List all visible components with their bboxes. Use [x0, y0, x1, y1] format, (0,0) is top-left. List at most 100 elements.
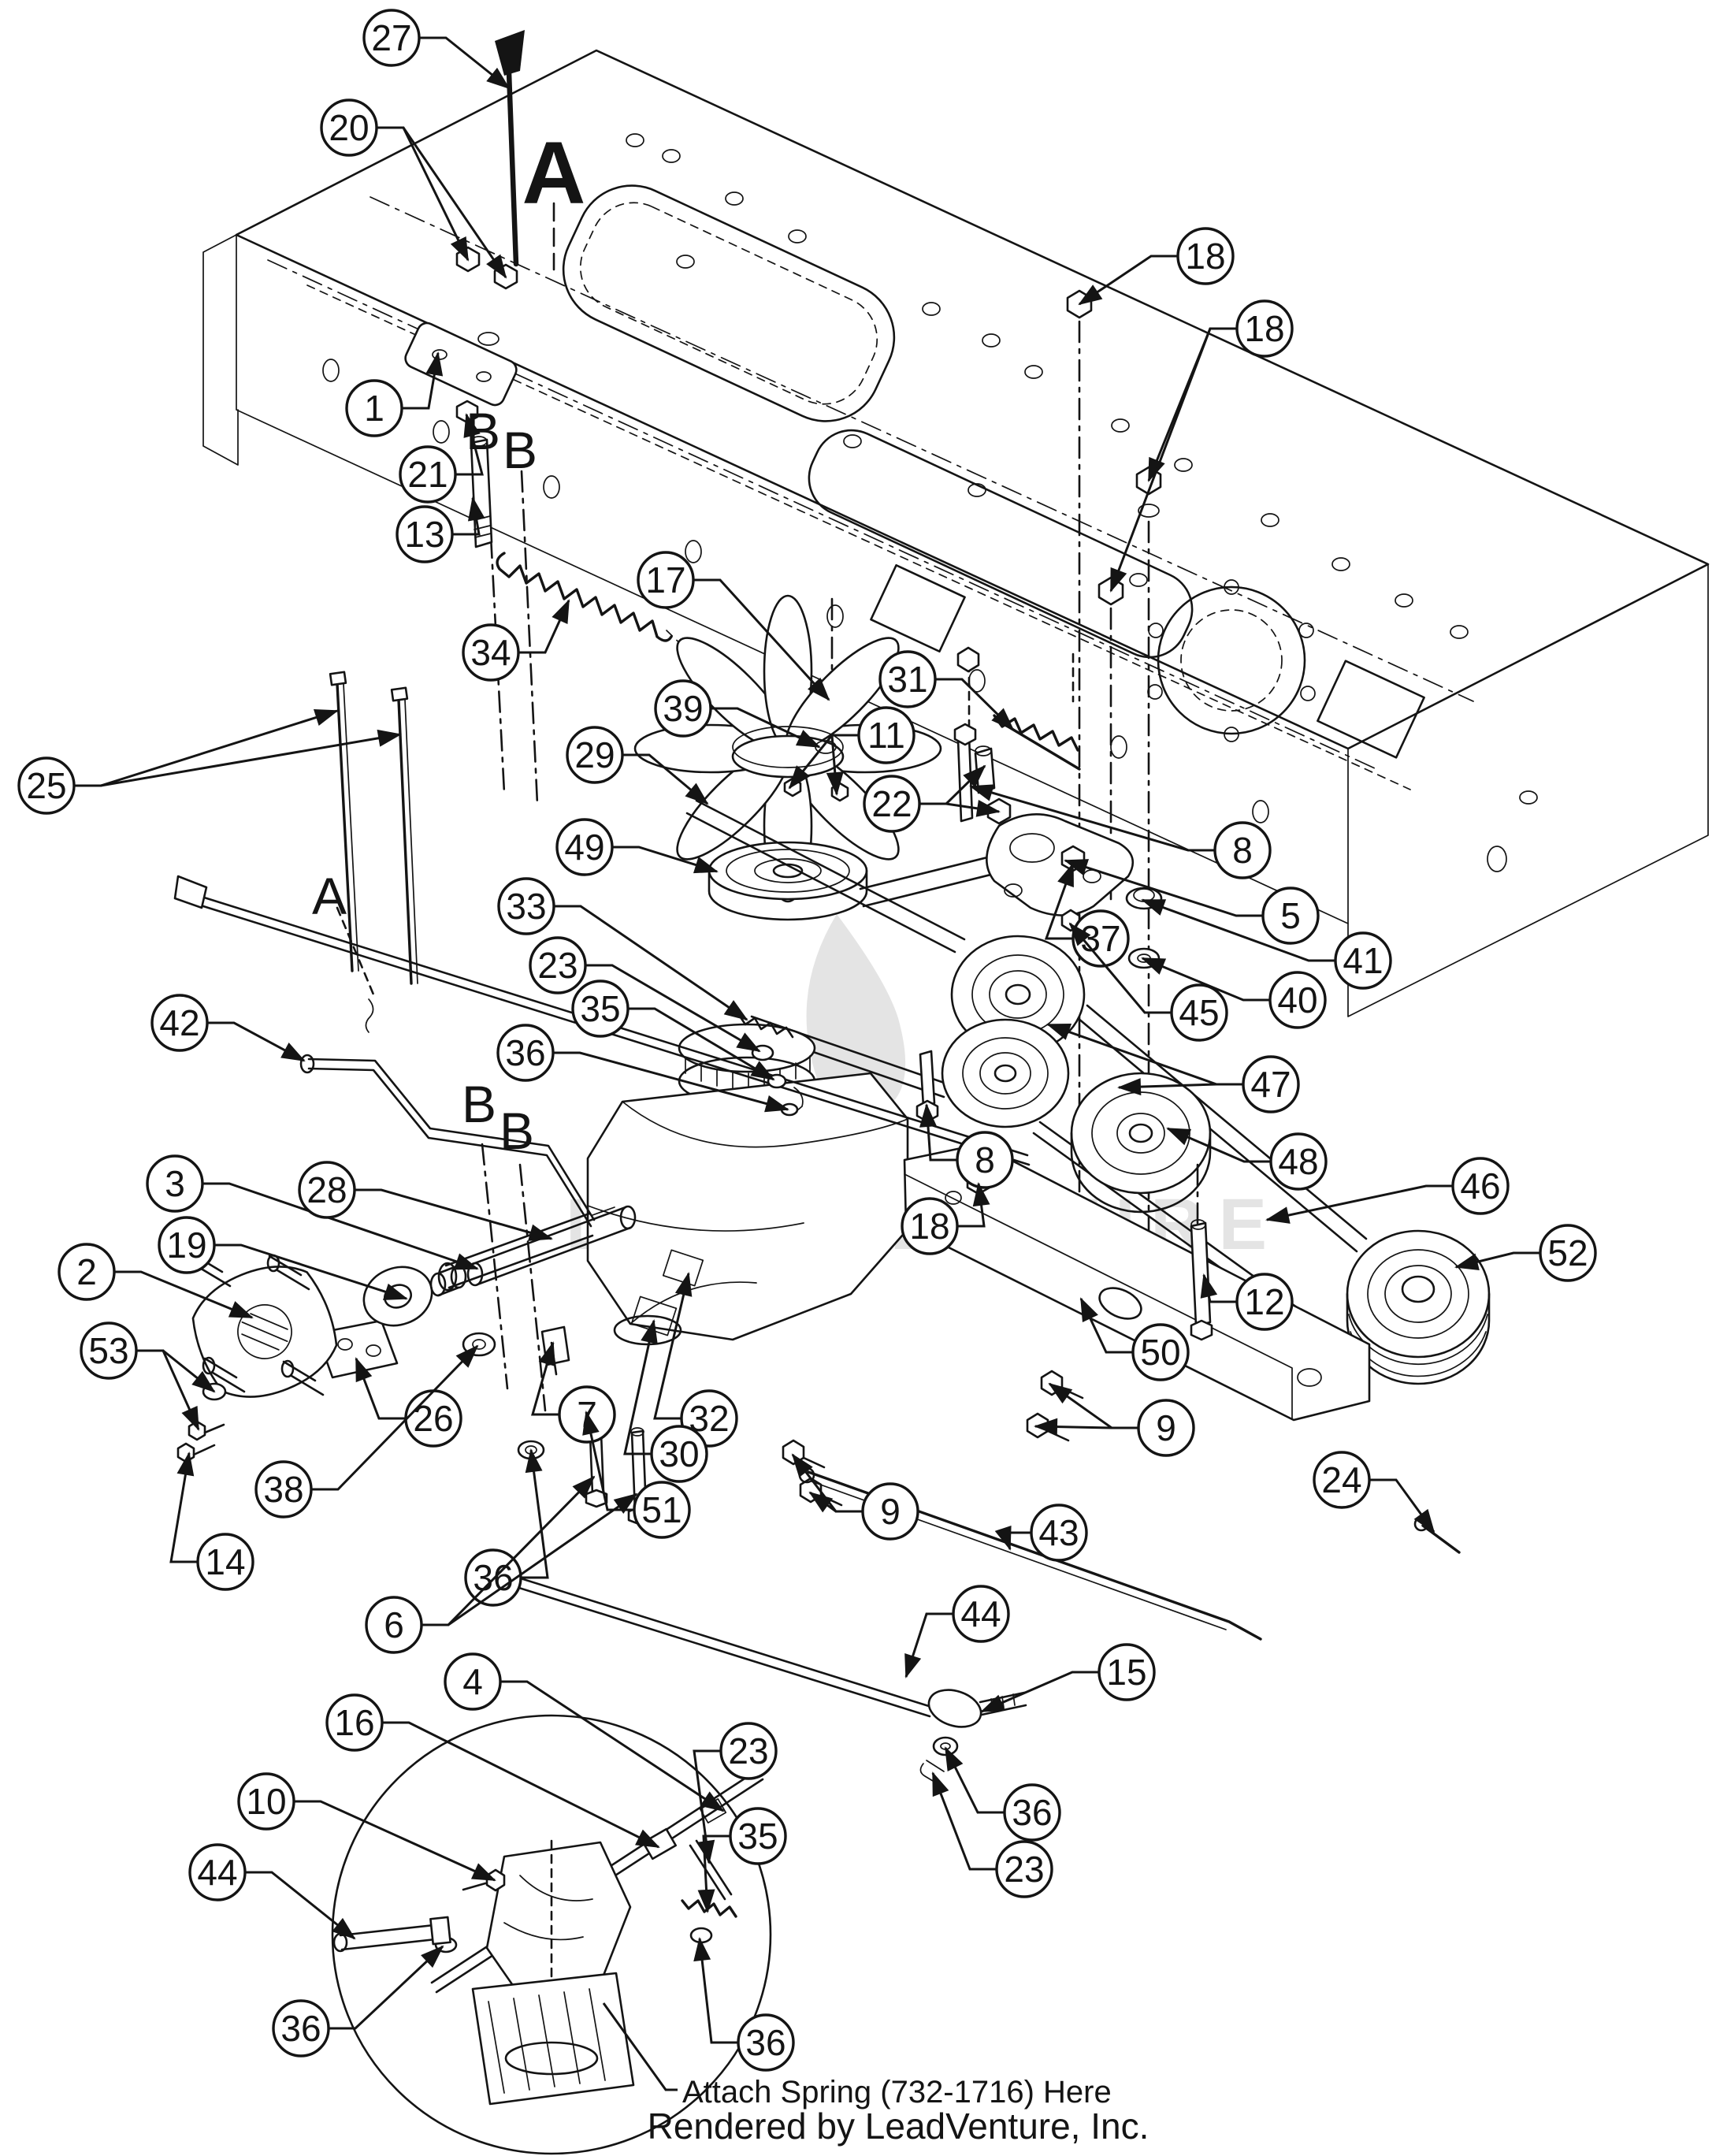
- callout-number: 48: [1278, 1141, 1318, 1182]
- callout-5: 5: [1064, 859, 1320, 945]
- callout-number: 45: [1179, 992, 1219, 1033]
- callout-number: 30: [659, 1433, 699, 1474]
- callout-bubble: [496, 1024, 555, 1082]
- leader-line: [377, 126, 507, 279]
- callout-bubble: [650, 1425, 708, 1483]
- callout-number: 23: [537, 945, 578, 986]
- callout-bubble: [1261, 887, 1320, 945]
- leader-line: [554, 905, 748, 1021]
- leader-line: [1369, 1478, 1435, 1533]
- callout-43: 43: [994, 1504, 1088, 1562]
- leader-line: [653, 1272, 693, 1420]
- callout-number: 3: [165, 1163, 185, 1204]
- leader-line: [919, 799, 1001, 817]
- attach-note-leader: [602, 2002, 678, 2091]
- parts-drawing: [173, 30, 1710, 2155]
- chassis-frame: [202, 49, 1710, 1017]
- callout-44: 44: [904, 1585, 1010, 1678]
- leader-line: [452, 496, 485, 536]
- callout-bubble: [462, 623, 520, 682]
- callout-bubble: [1170, 983, 1228, 1042]
- section-label-b: B: [503, 421, 537, 479]
- callout-number: 15: [1106, 1652, 1146, 1693]
- callout-number: 5: [1280, 895, 1301, 936]
- callout-number: 2: [76, 1251, 97, 1292]
- leader-line: [980, 1671, 1099, 1713]
- leader-line: [935, 678, 1015, 731]
- callout-number: 35: [580, 988, 620, 1029]
- callout-34: 34: [462, 599, 570, 682]
- leader-line: [74, 729, 402, 787]
- callout-21: 21: [399, 413, 484, 504]
- leader-line: [1064, 859, 1263, 917]
- leader-line: [623, 1319, 658, 1455]
- callout-bubble: [737, 2013, 795, 2072]
- callout-bubble: [298, 1161, 356, 1219]
- callout-number: 40: [1277, 979, 1317, 1020]
- leader-line: [711, 707, 821, 749]
- callout-number: 23: [728, 1730, 768, 1771]
- callout-bubble: [254, 1460, 313, 1518]
- callout-11: 11: [788, 706, 915, 796]
- leader-line: [1044, 862, 1075, 940]
- callout-16: 16: [325, 1693, 660, 1849]
- inset-flat-link: [689, 1839, 733, 1901]
- leader-line: [1078, 255, 1178, 306]
- callout-17: 17: [637, 551, 830, 701]
- pin-23c: [919, 1760, 945, 1786]
- callout-bubble: [1451, 1157, 1510, 1215]
- frame-bolt-holes: [1147, 579, 1316, 742]
- callout-bubble: [995, 1840, 1053, 1898]
- leader-line: [622, 753, 709, 805]
- callout-number: 51: [641, 1489, 682, 1530]
- callout-31: 31: [878, 650, 1015, 731]
- callout-bubble: [399, 445, 457, 504]
- rendered-by-credit: Rendered by LeadVenture, Inc.: [648, 2106, 1149, 2147]
- callout-number: 49: [564, 827, 604, 868]
- section-label-a: A: [522, 124, 586, 222]
- leader-line: [697, 1834, 730, 1913]
- callout-bubble: [1539, 1224, 1597, 1282]
- callout-number: 27: [371, 17, 411, 58]
- callout-bubble: [17, 756, 76, 815]
- callout-bubble: [555, 818, 614, 876]
- callout-number: 38: [263, 1469, 303, 1510]
- bolt-53: [188, 1420, 225, 1441]
- inset-detail: [331, 1714, 772, 2155]
- callout-bubble: [1269, 1132, 1328, 1191]
- callout-6: 6: [365, 1475, 638, 1654]
- leader-line: [1109, 327, 1237, 593]
- callout-bubble: [58, 1243, 116, 1301]
- callout-13: 13: [396, 496, 485, 563]
- callout-number: 31: [887, 659, 927, 700]
- callout-bubble: [1242, 1055, 1300, 1113]
- callout-bubble: [396, 505, 454, 563]
- callout-bubble: [158, 1216, 216, 1274]
- callout-47: 47: [1046, 1023, 1300, 1113]
- callout-36: 36: [496, 1024, 789, 1113]
- leader-line: [693, 1749, 721, 1864]
- rods: [173, 671, 1031, 1786]
- callout-bubble: [878, 650, 937, 708]
- callout-number: 36: [745, 2022, 786, 2063]
- leader-line: [169, 1452, 198, 1563]
- leader-line: [994, 1525, 1031, 1551]
- rod-43: [807, 1470, 1262, 1641]
- callout-bubble: [80, 1321, 138, 1380]
- callout-bubble: [188, 1843, 247, 1901]
- callout-48: 48: [1166, 1127, 1328, 1191]
- callout-12: 12: [1200, 1273, 1294, 1331]
- leader-line: [1265, 1184, 1453, 1224]
- leader-line: [1200, 1273, 1237, 1303]
- callout-38: 38: [254, 1344, 479, 1518]
- callout-20: 20: [320, 99, 507, 279]
- callout-bubble: [1213, 821, 1272, 879]
- callout-bubble: [729, 1807, 787, 1865]
- callout-number: 13: [404, 514, 444, 555]
- callout-25: 25: [17, 708, 402, 815]
- callout-30: 30: [623, 1319, 708, 1483]
- leader-line: [382, 1721, 660, 1849]
- leader-line: [1117, 1078, 1243, 1096]
- leader-line: [311, 1344, 479, 1491]
- callout-10: 10: [237, 1772, 496, 1882]
